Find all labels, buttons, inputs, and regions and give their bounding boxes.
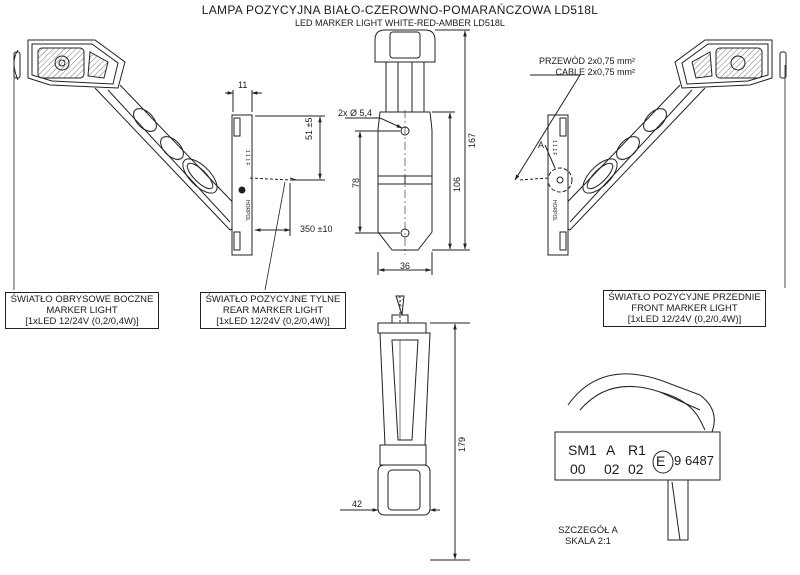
title-polish: LAMPA POZYCYJNA BIAŁO-CZEROWNO-POMARAŃCZ…	[201, 3, 599, 17]
svg-text:1 1 1 F: 1 1 1 F	[244, 150, 250, 166]
dim-51: 51 ±5	[304, 117, 314, 140]
cable-note-pl: PRZEWÓD 2x0,75 mm²	[538, 56, 635, 66]
right-lamp-view: 1 1 1 F HORPOL	[514, 39, 787, 256]
dim-78: 78	[351, 177, 361, 188]
cable-note: PRZEWÓD 2x0,75 mm² CABLE 2x0,75 mm²	[520, 56, 635, 78]
detail-02a: 02	[604, 461, 620, 477]
dim-42: 42	[352, 499, 363, 509]
detail-00: 00	[570, 461, 586, 477]
detail-sm1: SM1	[568, 442, 597, 458]
dim-36: 36	[400, 261, 411, 271]
detail-a	[554, 373, 721, 541]
rear-marker-label-pl: ŚWIATŁO POZYCYJNE TYLNE	[205, 294, 341, 305]
side-marker-label-box: ŚWIATŁO OBRYSOWE BOCZNE MARKER LIGHT [1x…	[5, 292, 159, 329]
detail-caption: SZCZEGÓŁ A SKALA 2:1	[548, 525, 628, 547]
left-lamp-view: 1 1 1 F HORPOL	[13, 39, 325, 256]
detail-r1: R1	[628, 442, 646, 458]
center-top-view	[345, 29, 470, 275]
approval-number: 9	[674, 453, 682, 468]
label-leaders	[13, 65, 786, 291]
detail-caption-scale: SKALA 2:1	[565, 536, 611, 547]
dim-11: 11	[238, 80, 248, 90]
side-marker-label-pl: ŚWIATŁO OBRYSOWE BOCZNE	[10, 294, 154, 305]
front-marker-label-box: ŚWIATŁO POZYCYJNE PRZEDNIE FRONT MARKER …	[603, 290, 766, 327]
dim-holes: 2x Ø 5,4	[338, 108, 373, 118]
dim-350: 350 ±10	[300, 224, 333, 234]
detail-02b: 02	[628, 461, 644, 477]
svg-text:HORPOL: HORPOL	[244, 200, 250, 221]
side-marker-label-en: MARKER LIGHT	[46, 305, 118, 316]
svg-text:1 1 1 F: 1 1 1 F	[551, 140, 557, 156]
rear-marker-label-box: ŚWIATŁO POZYCYJNE TYLNE REAR MARKER LIGH…	[200, 292, 346, 329]
front-marker-label-pl: ŚWIATŁO POZYCYJNE PRZEDNIE	[608, 292, 761, 303]
approval-code: 6487	[685, 453, 714, 468]
detail-caption-title: SZCZEGÓŁ A	[558, 525, 618, 536]
dim-167: 167	[467, 132, 477, 148]
svg-text:HORPOL: HORPOL	[551, 200, 557, 221]
dim-179: 179	[457, 436, 467, 452]
detail-a-marker: A	[538, 140, 545, 150]
front-marker-label-en: FRONT MARKER LIGHT	[631, 303, 738, 314]
title-english: LED MARKER LIGHT WHITE-RED-AMBER LD518L	[295, 18, 505, 28]
approval-e: E	[656, 453, 666, 469]
cable-note-en: CABLE 2x0,75 mm²	[555, 67, 635, 77]
center-bottom-view	[340, 295, 470, 561]
detail-a: A	[606, 442, 616, 458]
side-marker-label-spec: [1xLED 12/24V (0,2/0,4W)]	[25, 316, 139, 327]
rear-marker-label-en: REAR MARKER LIGHT	[222, 305, 324, 316]
dim-106: 106	[452, 176, 462, 192]
rear-marker-label-spec: [1xLED 12/24V (0,2/0,4W)]	[216, 316, 330, 327]
front-marker-label-spec: [1xLED 12/24V (0,2/0,4W)]	[627, 314, 742, 325]
